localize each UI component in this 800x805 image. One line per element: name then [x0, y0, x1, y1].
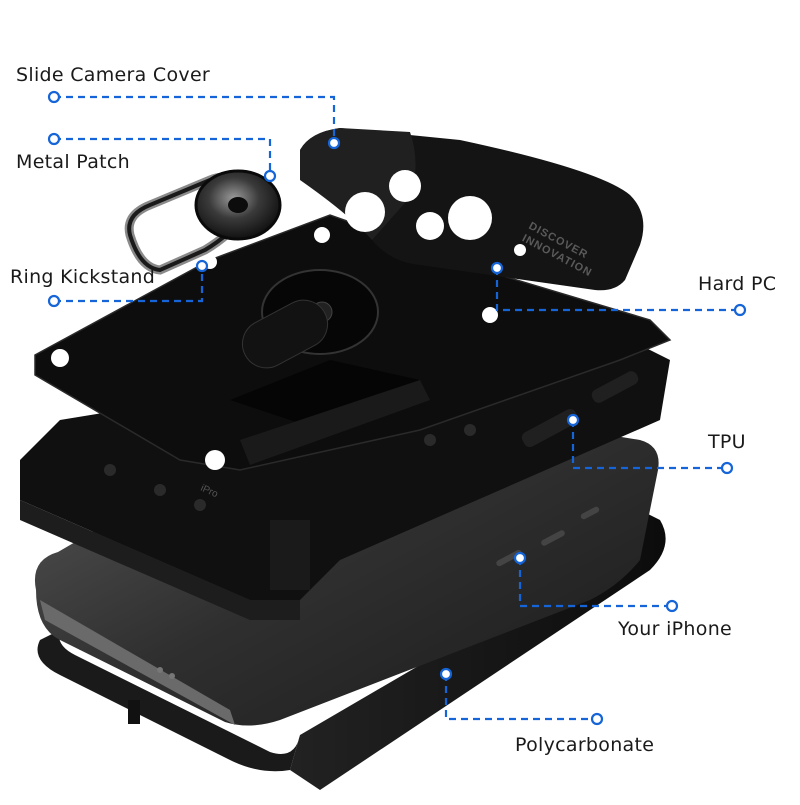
leader-metal-patch: [54, 137, 272, 176]
label-polycarbonate: Polycarbonate: [515, 734, 655, 756]
hard-pc-plate: [34, 214, 672, 471]
leader-polycarbonate: [444, 674, 597, 721]
leader-slide-camera-cover: [54, 95, 336, 143]
leader-ring-kickstand: [54, 266, 204, 303]
leader-tpu: [571, 420, 727, 470]
label-your-iphone: Your iPhone: [618, 618, 733, 640]
label-metal-patch: Metal Patch: [16, 151, 130, 173]
label-hard-pc: Hard PC: [698, 273, 777, 295]
label-tpu: TPU: [708, 431, 746, 453]
slide-camera-cover: DISCOVER INNOVATION: [300, 128, 644, 291]
label-slide-camera-cover: Slide Camera Cover: [16, 64, 211, 86]
leader-hard-pc: [495, 268, 740, 312]
leader-your-iphone: [518, 558, 672, 608]
callout-leaders: [54, 95, 740, 721]
callout-endpoints: [47, 90, 747, 726]
metal-patch: [194, 169, 282, 241]
label-ring-kickstand: Ring Kickstand: [10, 266, 156, 288]
